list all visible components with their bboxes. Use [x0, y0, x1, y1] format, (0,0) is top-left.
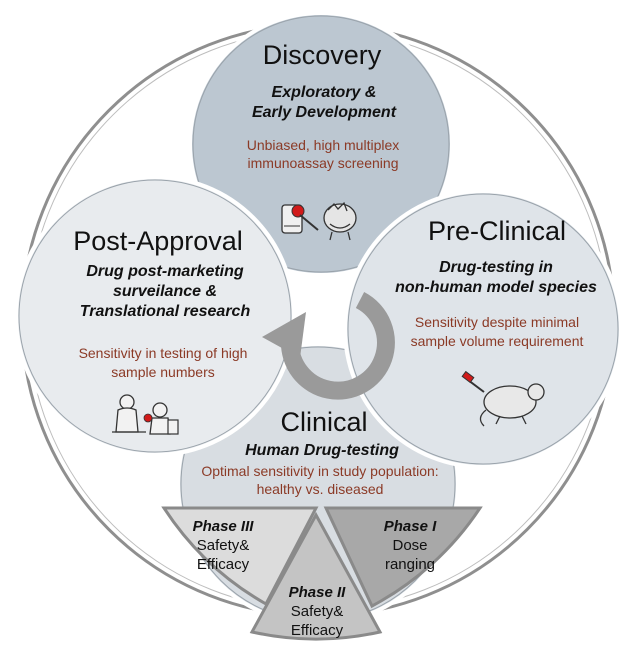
- preclinical-subtitle-line1: Drug-testing in: [439, 259, 553, 276]
- mouse-syringe-icon: [461, 370, 545, 427]
- clinical-title: Clinical: [280, 407, 367, 437]
- discovery-title: Discovery: [263, 40, 382, 70]
- phase-iii-desc-line2: Efficacy: [197, 556, 250, 573]
- postapproval-subtitle-line1: Drug post-marketing: [86, 263, 244, 280]
- clinical-subtitle: Human Drug-testing: [245, 442, 399, 459]
- lab-instrument-icon: [281, 204, 319, 234]
- postapproval-circle-rim: [18, 179, 292, 453]
- patient-nurse-icon: [112, 394, 179, 435]
- cycle-arrow-icon: [262, 292, 395, 400]
- phase-iii-name: Phase III: [193, 518, 255, 535]
- phase-segments: [161, 506, 483, 641]
- discovery-subtitle-line2: Early Development: [252, 104, 397, 121]
- preclinical-circle: [343, 189, 623, 469]
- phase-ii-desc-line2: Efficacy: [291, 622, 344, 639]
- clinical-description-line1: Optimal sensitivity in study population:: [201, 463, 438, 479]
- phase-ii-segment: [249, 511, 383, 641]
- preclinical-description-line1: Sensitivity despite minimal: [415, 314, 579, 330]
- test-animal-icon: [323, 201, 357, 241]
- discovery-subtitle-line1: Exploratory &: [272, 84, 377, 101]
- preclinical-title: Pre-Clinical: [428, 216, 566, 246]
- postapproval-circle: [14, 175, 296, 457]
- clinical-description-line2: healthy vs. diseased: [257, 481, 384, 497]
- postapproval-subtitle-line3: Translational research: [80, 303, 251, 320]
- phase-i-desc-line2: ranging: [385, 556, 435, 573]
- discovery-circle: [188, 11, 454, 277]
- postapproval-subtitle-line2: surveilance &: [113, 283, 217, 300]
- discovery-description-line2: immunoassay screening: [248, 155, 399, 171]
- preclinical-subtitle-line2: non-human model species: [395, 279, 597, 296]
- phase-i-name: Phase I: [384, 518, 437, 535]
- preclinical-description-line2: sample volume requirement: [411, 333, 584, 349]
- phase-ii-desc-line1: Safety&: [291, 603, 344, 620]
- phase-i-segment: [323, 506, 483, 609]
- discovery-description-line1: Unbiased, high multiplex: [247, 137, 400, 153]
- preclinical-circle-rim: [347, 193, 619, 465]
- phase-ii-name: Phase II: [289, 584, 347, 601]
- postapproval-description-line2: sample numbers: [111, 364, 215, 380]
- postapproval-description-line1: Sensitivity in testing of high: [79, 345, 248, 361]
- discovery-circle-rim: [192, 15, 450, 273]
- phase-i-desc-line1: Dose: [392, 537, 427, 554]
- postapproval-title: Post-Approval: [73, 226, 243, 256]
- phase-iii-desc-line1: Safety&: [197, 537, 250, 554]
